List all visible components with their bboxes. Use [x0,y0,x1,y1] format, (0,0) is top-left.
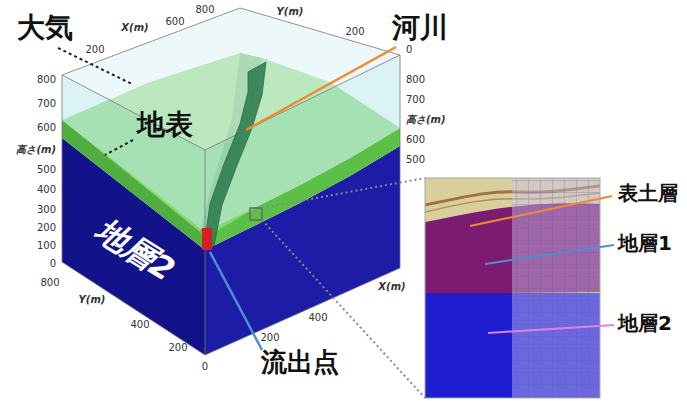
box-outline [62,8,400,355]
axis-title: Y(m) [277,7,304,17]
callout-label: 表土層 [618,183,678,203]
tick-label: 700 [37,99,56,109]
tick-label: 800 [195,5,214,15]
tick-label: 800 [37,75,56,85]
tick-label: 200 [345,27,364,37]
axis-title: 高さ(m) [406,115,446,125]
region-label: 大気 [17,14,73,42]
axis-title: X(m) [378,282,405,292]
callout-label: 地層2 [618,313,672,333]
tick-label: 0 [202,362,208,372]
leader-line [470,196,612,226]
tick-label: 0 [406,45,412,55]
region-label: 地表 [137,111,193,139]
leader-line [210,252,262,350]
tick-label: 600 [165,17,184,27]
tick-label: 700 [406,95,425,105]
tick-label: 400 [308,313,327,323]
tick-label: 300 [37,205,56,215]
tick-label: 400 [130,320,149,330]
leader-line [485,245,614,264]
tick-label: 0 [50,259,56,269]
leader-line [488,325,614,333]
zoom-line [262,220,425,398]
axis-title: 高さ(m) [16,145,56,155]
river-wall [204,62,266,246]
tick-label: 600 [37,123,56,133]
tick-label: 100 [37,241,56,251]
tick-label: 200 [85,45,104,55]
tick-label: 600 [406,135,425,145]
axis-title: X(m) [121,23,148,33]
tick-label: 200 [37,223,56,233]
zoom-marker [250,208,262,220]
zoom-inset [425,178,600,398]
callout-label: 河川 [392,14,448,42]
tick-label: 400 [37,185,56,195]
tick-label: 500 [406,155,425,165]
axis-title: Y(m) [79,295,106,305]
tick-label: 800 [406,75,425,85]
tick-label: 800 [40,278,59,288]
inset-border [425,178,600,398]
leader-line [105,140,133,155]
zoom-line [262,178,425,208]
leader-line [246,47,396,130]
tick-label: 200 [168,343,187,353]
atmosphere-top-face [62,8,400,150]
outflow-point [202,228,212,250]
callout-label: 流出点 [261,349,339,375]
tick-label: 500 [37,165,56,175]
callout-label: 地層1 [618,233,672,253]
tick-label: 200 [260,333,279,343]
